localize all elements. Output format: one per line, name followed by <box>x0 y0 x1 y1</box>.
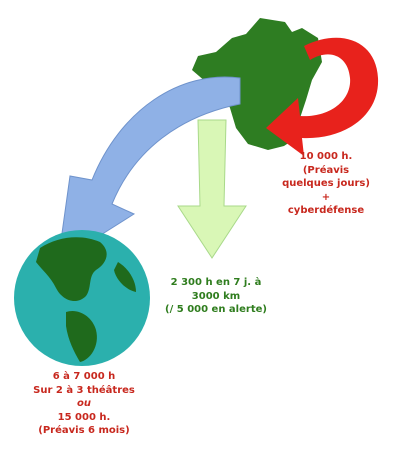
cyber-line2: (Préavis <box>302 164 350 176</box>
overseas-line3: ou <box>77 398 91 409</box>
cyber-line3: quelques jours) <box>282 178 370 189</box>
national-line1: 2 300 h en 7 j. à <box>170 277 262 288</box>
cyber-line4: + <box>321 191 331 203</box>
cyber-line1: 10 000 h. <box>299 151 353 162</box>
red-circular-arrow-icon <box>266 37 379 157</box>
overseas-line1: 6 à 7 000 h <box>52 371 116 382</box>
globe-icon <box>14 230 150 366</box>
national-line3: (/ 5 000 en alerte) <box>165 304 267 315</box>
overseas-line5: (Préavis 6 mois) <box>38 425 130 436</box>
green-down-arrow-icon <box>177 119 247 259</box>
cyberdefense-label: 10 000 h. (Préavis quelques jours) + cyb… <box>266 150 386 218</box>
national-label: 2 300 h en 7 j. à 3000 km (/ 5 000 en al… <box>146 276 286 317</box>
national-line2: 3000 km <box>191 290 241 302</box>
overseas-line4: 15 000 h. <box>57 411 111 423</box>
cyber-line5: cyberdéfense <box>287 205 365 216</box>
overseas-label: 6 à 7 000 h Sur 2 à 3 théâtres ou 15 000… <box>14 370 154 438</box>
overseas-line2: Sur 2 à 3 théâtres <box>33 384 135 396</box>
